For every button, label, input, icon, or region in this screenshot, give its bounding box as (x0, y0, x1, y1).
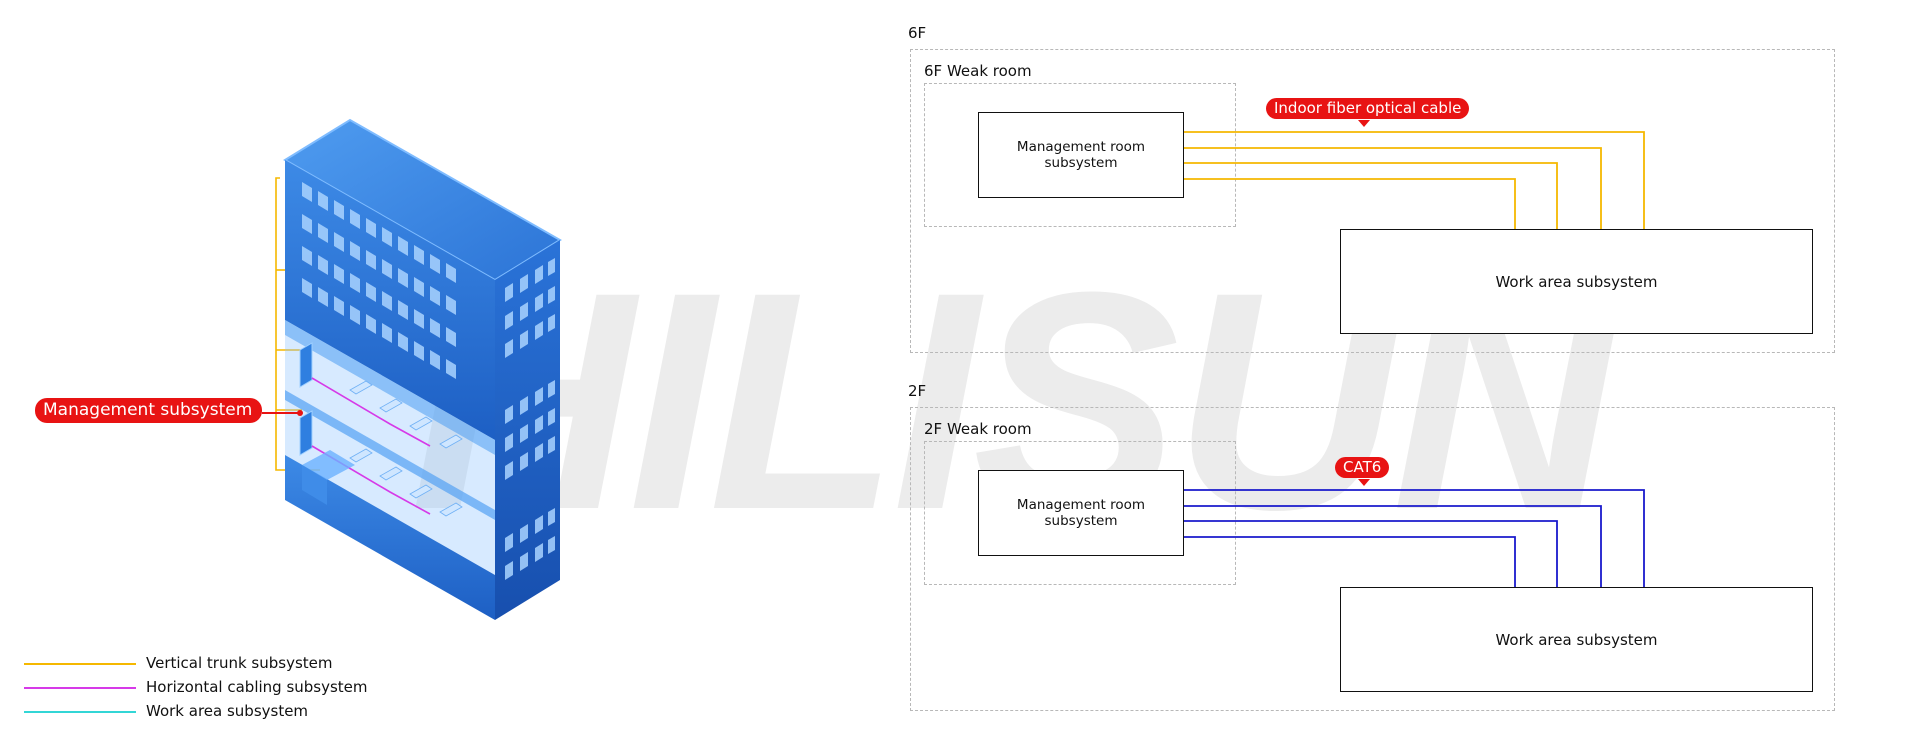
legend-swatch (24, 711, 136, 713)
floor-2f-container (910, 407, 1835, 711)
management-room-box-2f: Management room subsystem (978, 470, 1184, 556)
cable-tag-tip-2f (1358, 479, 1370, 486)
weak-room-label-2f: 2F Weak room (924, 420, 1032, 438)
cable-tag-6f: Indoor fiber optical cable (1266, 98, 1470, 119)
horizontal-cable (311, 377, 431, 447)
floor-label-6f: 6F (908, 24, 927, 42)
server-cabinet-icon (299, 410, 313, 456)
floor-6f-container (910, 49, 1835, 353)
floor-label-2f: 2F (908, 382, 927, 400)
building-illustration (275, 118, 562, 620)
callout-pointer-line (262, 412, 300, 414)
legend-swatch (24, 663, 136, 665)
legend-label: Work area subsystem (146, 702, 309, 720)
workstation-icons (349, 380, 463, 517)
cable-tag-2f: CAT6 (1335, 457, 1390, 478)
legend-swatch (24, 687, 136, 689)
management-room-box-6f: Management room subsystem (978, 112, 1184, 198)
cable-tag-tip-6f (1358, 120, 1370, 127)
legend-label: Horizontal cabling subsystem (146, 678, 368, 696)
work-area-box-2f: Work area subsystem (1340, 587, 1813, 692)
weak-room-label-6f: 6F Weak room (924, 62, 1032, 80)
building-windows (302, 182, 456, 379)
server-cabinet-icon (299, 342, 313, 388)
management-subsystem-callout: Management subsystem (35, 398, 263, 423)
callout-pointer-dot (297, 410, 303, 416)
work-area-box-6f: Work area subsystem (1340, 229, 1813, 334)
legend-label: Vertical trunk subsystem (146, 654, 333, 672)
